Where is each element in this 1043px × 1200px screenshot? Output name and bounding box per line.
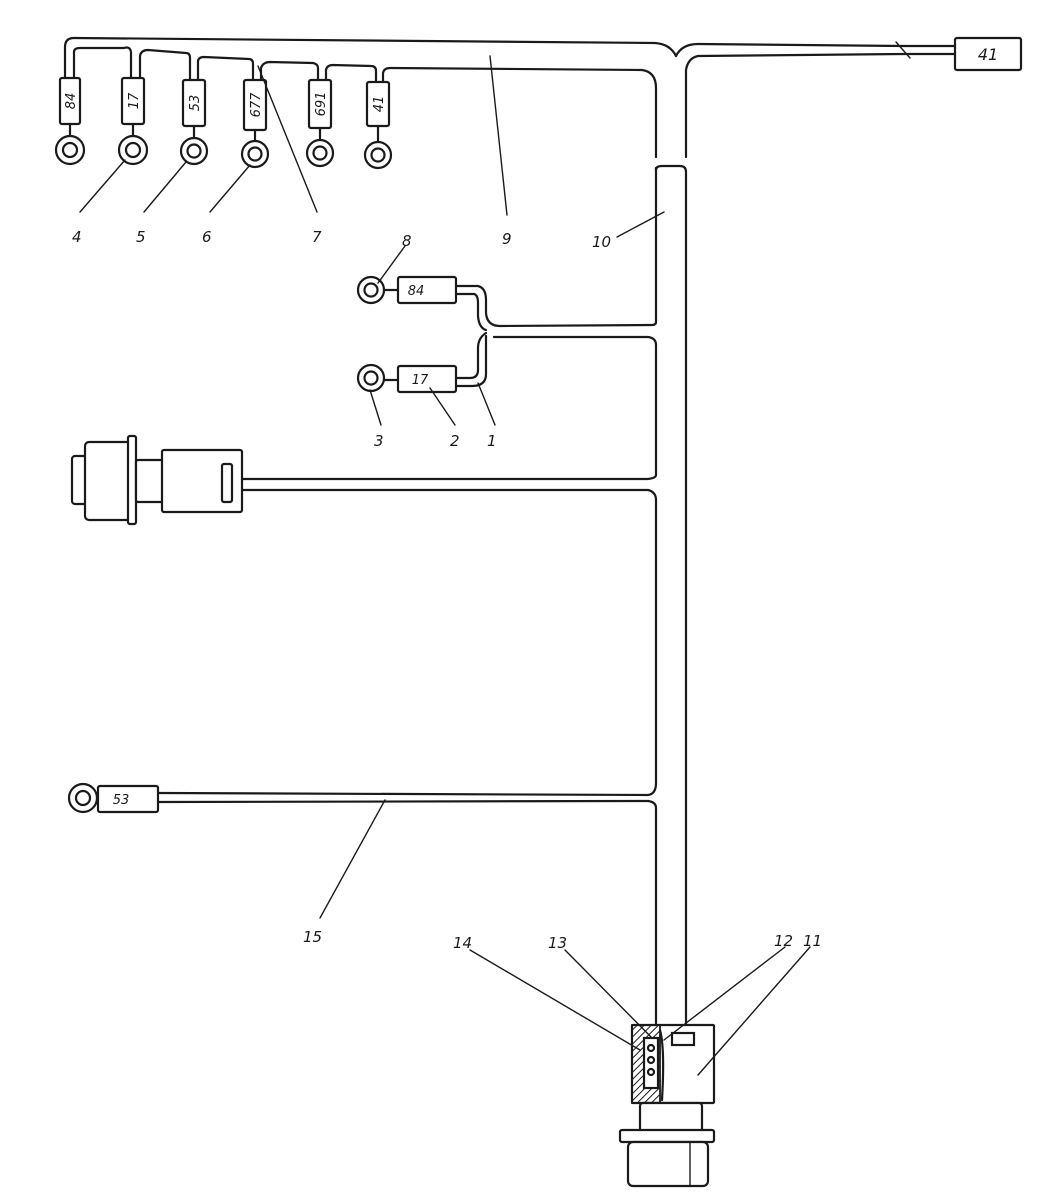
- bottom-socket: [618, 1023, 716, 1188]
- callout-15: 15: [303, 928, 322, 946]
- callout-14: 14: [453, 934, 472, 952]
- top-ring-terminals: [54, 122, 393, 170]
- tag-text-691-top: 691: [314, 92, 329, 117]
- callout-11: 11: [803, 932, 822, 950]
- callout-numbers: 4 5 6 7 9 10 8 3 2 1 15 14 13 12 11: [72, 228, 822, 952]
- socket-flange: [618, 1128, 716, 1144]
- callout-3: 3: [374, 432, 384, 450]
- tag-text-53-top: 53: [188, 95, 203, 112]
- tag-text-84-mid: 84: [408, 284, 425, 299]
- tag-text-41-top: 41: [372, 96, 387, 113]
- branch-84-17: 84 17: [356, 275, 658, 394]
- tag-text-17-mid: 17: [412, 373, 429, 388]
- tag-text-84-top: 84: [64, 93, 79, 110]
- tag-text-677-top: 677: [249, 92, 264, 118]
- main-trunk: [654, 164, 688, 1027]
- terminal-tag-84-mid: [396, 275, 458, 305]
- callout-5: 5: [136, 228, 146, 246]
- socket-neck: [638, 1101, 704, 1135]
- terminal-tag-17-mid: [396, 364, 458, 394]
- tag-text-41-box: 41: [978, 45, 998, 64]
- leader-lines: [79, 55, 811, 1076]
- top-terminals: [58, 36, 1023, 132]
- callout-4: 4: [72, 228, 82, 246]
- socket-body: [626, 1140, 710, 1188]
- callout-8: 8: [402, 232, 412, 250]
- top-harness: [63, 36, 957, 159]
- callout-7: 7: [312, 228, 322, 246]
- callout-6: 6: [202, 228, 212, 246]
- callout-10: 10: [592, 233, 611, 251]
- callout-2: 2: [450, 432, 460, 450]
- connector-box-41: [953, 36, 1023, 72]
- tag-text-17-top: 17: [127, 92, 142, 109]
- plug-latch: [220, 462, 234, 504]
- callout-9: 9: [502, 230, 512, 248]
- branch-53: 53: [67, 781, 658, 814]
- callout-13: 13: [548, 934, 567, 952]
- callout-12: 12: [774, 932, 793, 950]
- plug-branch: [70, 434, 658, 526]
- tag-text-53-bottom: 53: [113, 793, 130, 808]
- callout-1: 1: [487, 432, 497, 450]
